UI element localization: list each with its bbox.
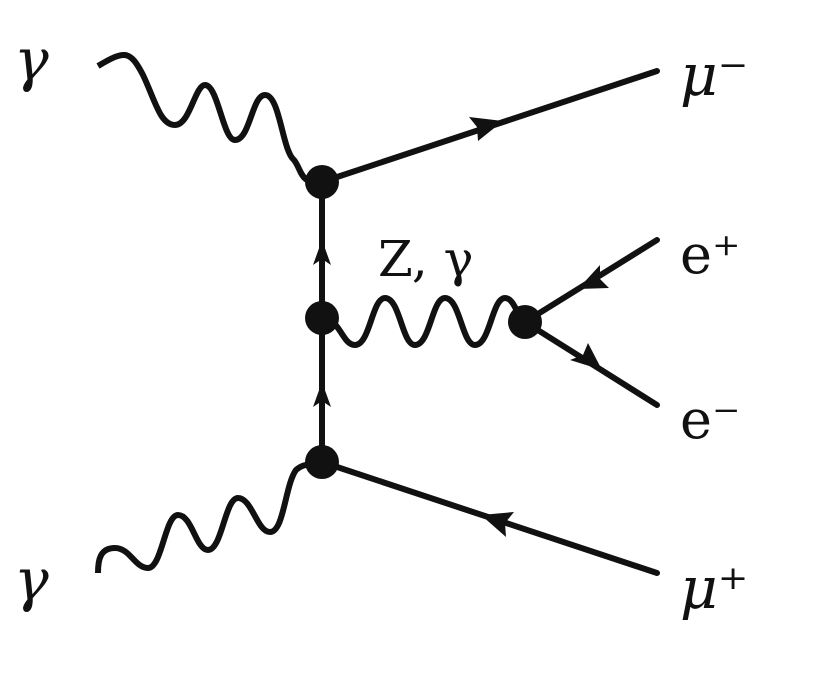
photon-top-left-line [96, 51, 323, 186]
internal-fermion-arrow-lower [313, 382, 331, 407]
electron-minus-arrow [570, 343, 602, 370]
photon-bottom-left-label: γ [14, 546, 49, 614]
vertex-bottom [305, 445, 339, 479]
photon-bottom-left-line [95, 459, 324, 574]
electron-plus-label: e⁺ [680, 223, 740, 286]
boson-propagator-line [321, 295, 527, 348]
muon-minus-arrow [469, 117, 503, 141]
muon-plus-label: μ⁺ [680, 554, 748, 622]
vertex-middle [305, 301, 339, 335]
electron-minus-label: e⁻ [680, 388, 740, 451]
muon-plus-arrow [481, 512, 514, 537]
electron-plus-arrow [578, 265, 609, 289]
internal-fermion-arrow-upper [313, 240, 331, 265]
photon-top-left-label: γ [14, 26, 49, 94]
vertex-right [508, 305, 542, 339]
boson-label: Z, γ [378, 230, 474, 288]
vertex-top [305, 165, 339, 199]
muon-minus-label: μ⁻ [680, 41, 748, 109]
